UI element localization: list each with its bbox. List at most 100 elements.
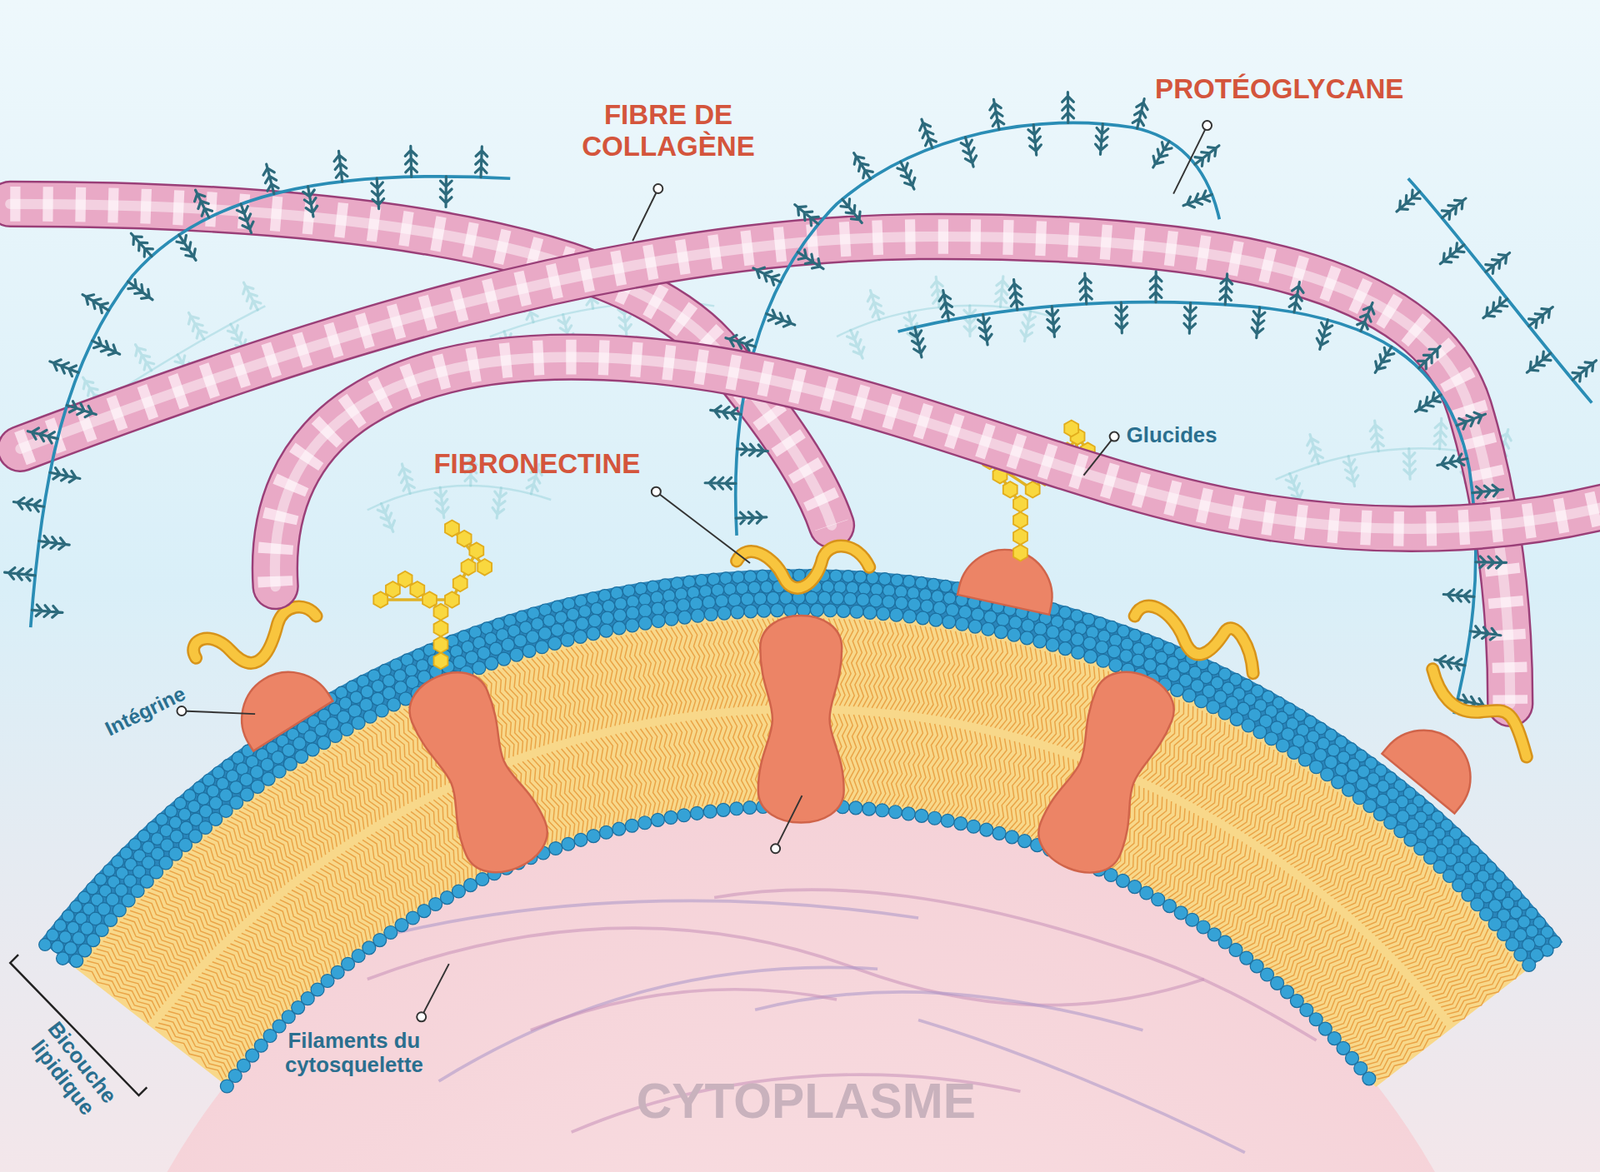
lipid-tail [950,633,969,719]
lipid-tail [635,730,655,815]
lipid-tail [158,881,220,944]
lipid-head [677,809,691,823]
lipid-head [754,592,767,605]
lipid-head [882,595,895,609]
lipid-head [566,608,580,621]
lipid-head [497,652,511,666]
fern-branch [440,176,452,208]
lipid-tail [895,624,910,710]
sugar-unit [1064,420,1079,437]
sugar-unit [434,604,449,621]
lipid-tail [215,958,278,1020]
transmembrane-protein [758,615,845,824]
lipid-head [730,605,745,620]
lipid-tail [161,1020,230,1075]
lipid-head [704,608,718,622]
fibronectin-strand [193,607,316,664]
lipid-head [863,605,877,620]
fibronectin-strand [193,546,1527,758]
lipid-tail [219,955,281,1017]
lipid-head [429,898,443,912]
leader-dot [416,1012,426,1022]
lipid-head [876,607,890,621]
lipid-head [1120,638,1134,651]
lipid-tail [1440,952,1509,1008]
lipid-tail [541,655,568,740]
lipid-tail [570,745,597,830]
lipid-tail [1375,874,1435,937]
fern-branch [435,487,449,518]
leader-line [181,710,255,715]
lipid-head [730,802,744,816]
membrane-protein [224,540,1490,885]
lipid-head [1241,719,1255,733]
fern-branch [236,204,254,234]
lipid-head [1195,695,1209,709]
lipid-tail [565,747,592,831]
lipid-head [862,802,876,816]
glycan-link [380,528,485,661]
lipid-head [678,610,692,625]
lipid-tail [1374,1022,1443,1077]
lipid-tail [268,910,325,976]
lipid-head [625,619,640,633]
lipid-tail [690,625,705,711]
lipid-tail [223,951,285,1014]
leader-line [1083,436,1115,476]
lipid-tail [888,719,903,805]
lipid-tail [700,719,715,805]
fibronectin-strand [736,546,870,589]
fibronectin-strand [1432,669,1527,757]
lipid-tail [1012,649,1037,734]
lipid-head [405,664,418,677]
lipid-head [818,591,831,605]
lipid-tail [1320,953,1382,1015]
fern-branch [1437,454,1468,470]
lipid-tail [521,661,550,745]
lipid-head [955,617,970,631]
leader-dot [653,184,663,194]
lipid-head [928,811,942,825]
lipid-head [612,822,626,836]
lipid-head [1059,630,1072,643]
lipid-head [578,605,591,619]
fern-branch [82,295,109,314]
leader-dot [1110,432,1120,442]
lipid-tail [90,957,158,1013]
fern-branch [1220,274,1233,305]
lipid-head [563,620,576,634]
lipid-head [626,595,640,609]
lipid-tail [223,824,279,892]
fern-branch [960,137,976,167]
lipid-head [651,602,665,615]
lipid-tail [526,660,555,743]
lipid-tail [870,716,884,804]
lipid-head [665,612,679,626]
lipid-tail [280,900,335,968]
lipid-head [360,698,373,711]
fern-branch [31,605,63,618]
lipid-head [650,591,664,605]
lipid-tail [987,740,1012,825]
lipid-head [1107,645,1120,659]
lipid-head [731,571,745,585]
collagen-fiber [275,357,1600,588]
fern-branch [1289,282,1304,313]
lipid-head [560,633,575,647]
lipid-head [766,591,780,605]
lipid-tail [695,624,710,710]
lipid-head [1140,886,1154,900]
fibronectin-strand [736,546,870,589]
lipid-head [561,837,575,851]
peripheral-protein [1381,711,1490,815]
lipid-head [858,582,871,595]
fern-branch [705,477,736,490]
lipid-head [1009,616,1022,630]
lipid-tail [201,973,265,1033]
lipid-tail [880,622,894,710]
lipid-tail [690,720,706,807]
lipid-head [844,592,857,605]
fern-branch [1526,351,1551,373]
lipid-tail [1025,652,1052,736]
lipid-head [841,570,855,584]
